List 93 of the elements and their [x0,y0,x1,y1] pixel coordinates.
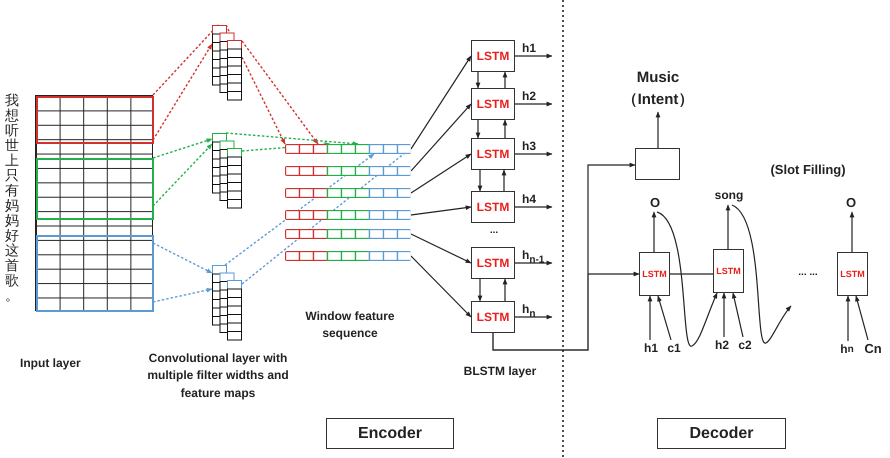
feature-row [285,210,411,220]
filter-window [36,235,154,312]
input-label: Cn [860,340,886,358]
arrow [410,104,472,172]
lstm-cell: LSTM [471,191,515,223]
arrow [410,56,472,150]
arrow [515,152,553,156]
ellipsis: ... ... [797,266,819,280]
arrow [657,295,672,340]
layer-caption: Window feature sequence [304,308,396,342]
lstm-cell: LSTM [837,252,868,296]
feature-map-stack [212,265,242,341]
dotted-arrow [241,40,319,144]
curved-arrow [656,212,718,347]
arrow [410,154,472,194]
dotted-arrow [226,132,359,146]
feature-row [285,144,411,154]
filter-window [36,158,154,220]
arrow [850,211,854,252]
arrow [722,292,726,337]
slot-tag: O [645,194,665,212]
edge-label: h3 [522,139,538,155]
feature-row [285,166,411,176]
dotted-arrow [152,24,219,96]
lstm-cell: LSTM [471,301,515,333]
lstm-cell: LSTM [639,252,670,296]
input-label: h1 [641,340,661,358]
slot-tag: O [841,194,861,212]
arrow [492,272,640,351]
edge-label: h1 [522,41,538,57]
arrow [476,120,480,139]
lstm-cell: LSTM [471,138,515,170]
lstm-cell: LSTM [471,88,515,120]
dotted-arrow [152,288,213,303]
arrow [656,111,660,148]
input-sentence: 我想听世上只有妈妈好这首歌。 [5,93,20,303]
feature-map-stack [212,25,242,101]
arrow [502,278,508,301]
filter-window [36,96,154,144]
arrow [502,71,508,88]
section-box: Decoder [657,418,786,449]
dotted-arrow [224,153,374,266]
curved-arrow [732,204,792,344]
arrow [410,233,472,264]
arrow [502,119,508,138]
arrow [846,295,850,341]
input-label: c2 [735,337,755,355]
feature-map-stack [212,133,242,209]
feature-row [285,229,411,239]
input-grid [35,95,153,311]
feature-row [285,251,411,261]
lstm-cell: LSTM [471,247,515,279]
arrow [726,204,730,249]
dotted-arrow [225,24,286,145]
input-label: h2 [712,337,732,355]
dotted-arrow [152,44,213,140]
arrow [652,211,656,252]
lstm-cell: LSTM [713,249,744,293]
arrow [855,295,869,340]
arrow [410,205,472,216]
edge-label: h$_{n}$ [522,302,536,318]
arrow [515,314,553,320]
edge-label: h2 [522,89,538,105]
arrow [515,54,553,58]
edge-label: h$_{n-1}$ [522,248,546,264]
arrow [502,169,506,191]
arrow [478,170,482,192]
input-label: c1 [664,340,684,358]
dotted-arrow [152,242,213,274]
arrow [476,72,480,89]
layer-caption: Input layer [20,356,82,372]
feature-row [285,188,411,198]
edge-label: h4 [522,192,538,208]
arrow [410,256,472,318]
slot-tag: song [710,187,748,205]
layer-caption: BLSTM layer [462,363,538,380]
task-caption: (Slot Filling) [769,161,847,179]
arrow [515,204,553,210]
lstm-cell: LSTM [471,40,515,72]
arrow [732,292,744,338]
arrow [478,279,482,302]
arrow [648,295,652,340]
connector-line [670,273,713,275]
intent-label: Music （Intent） [615,66,701,112]
dotted-arrow [242,142,331,152]
layer-caption: Convolutional layer with multiple filter widths and feature maps [146,350,290,402]
dotted-arrow [152,144,212,206]
arrow [515,102,553,106]
intent-box [635,148,680,180]
ellipsis: ... [488,224,500,238]
arrow [515,260,553,266]
dotted-arrow [152,138,213,159]
section-box: Encoder [326,418,454,449]
